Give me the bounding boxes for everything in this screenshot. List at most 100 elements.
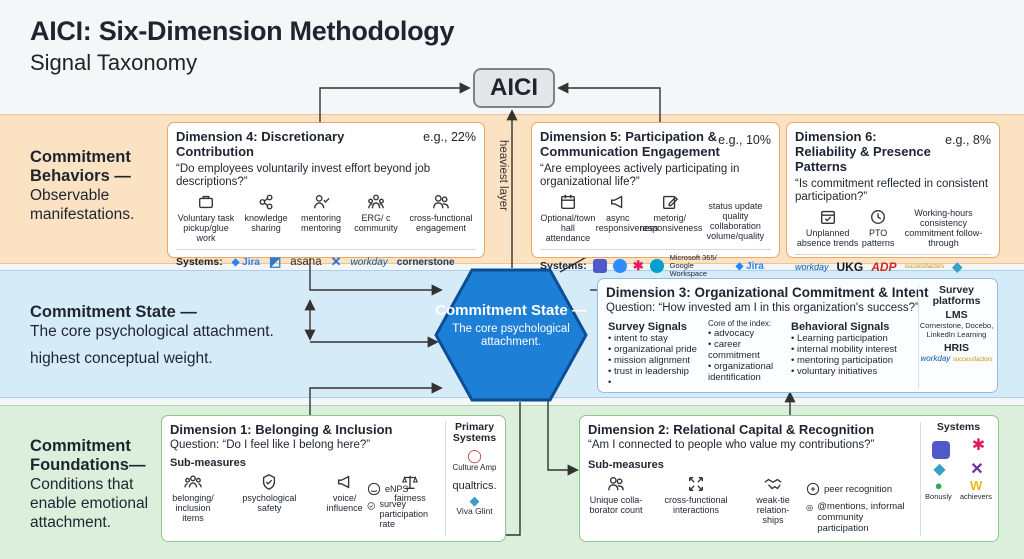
dimension-2-question: “Am I connected to people who value my c… xyxy=(588,439,875,451)
commitment-state-hexagon xyxy=(434,268,588,402)
teams-logo xyxy=(592,259,607,273)
calendar-icon xyxy=(560,194,575,209)
handshake-icon xyxy=(764,478,782,490)
teams-logo xyxy=(931,440,950,459)
measure-item: Voluntary task pickup/glue work xyxy=(176,193,236,243)
ukg-logo: UKG xyxy=(836,260,864,274)
aici-box: AICI xyxy=(473,68,555,108)
workday-logo: workday xyxy=(350,256,388,268)
dimension-5-weight: e.g., 10% xyxy=(718,133,771,147)
survey-signals: Survey Signals intent to stayorganizatio… xyxy=(608,321,708,388)
clock-icon xyxy=(871,210,886,224)
group-icon xyxy=(184,475,202,488)
share-icon xyxy=(259,194,273,210)
viva-logo: ◆ xyxy=(952,259,963,274)
page-title: AICI: Six-Dimension Methodology xyxy=(30,16,455,46)
dimension-3-title: Dimension 3: Organizational Commitment &… xyxy=(606,285,929,300)
viva-logo: ◆ xyxy=(933,460,946,478)
megaphone-icon xyxy=(337,475,349,489)
dimension-6-weight: e.g., 8% xyxy=(945,133,991,147)
dimension-6-measures: Unplanned absence trends PTO patterns Wo… xyxy=(795,208,991,248)
smile-icon xyxy=(367,482,381,496)
measure-item: status update quality collaboration volu… xyxy=(706,201,765,241)
check-circle-icon xyxy=(367,502,375,510)
edit-icon xyxy=(662,195,678,209)
foundations-desc: Conditions that enable emotional attachm… xyxy=(30,476,149,531)
measure-item: async responsiveness xyxy=(596,193,658,243)
community-icon xyxy=(368,194,384,209)
dimension-2-subhead: Sub-measures xyxy=(588,459,664,471)
dimension-4-systems: Systems: ◆ Jira ◩ asana ✕ workday corner… xyxy=(176,249,476,270)
state-desc: The core psychological attachment. xyxy=(30,323,274,340)
vivaglint-logo: Viva Glint xyxy=(456,506,493,516)
briefcase-icon xyxy=(199,195,213,209)
state-label: Commitment State — The core psychologica… xyxy=(30,303,300,368)
behaviors-desc: Observable manifestations. xyxy=(30,187,135,223)
cultureamp-icon: ◯ xyxy=(467,448,482,463)
scales-icon xyxy=(401,475,418,489)
dimension-4-title: Dimension 4: Discretionary Contribution xyxy=(176,129,345,159)
dimension-3-question: Question: “How invested am I in this org… xyxy=(606,302,919,314)
people-icon xyxy=(433,195,449,209)
calendar-check-icon xyxy=(820,210,835,224)
state-title: Commitment State — xyxy=(30,303,197,321)
dimension-1-question: Question: “Do I feel like I belong here?… xyxy=(170,439,371,451)
measure-item: cross-functional engagement xyxy=(406,193,476,243)
azure-logo: ◩ xyxy=(268,254,282,269)
confluence-logo: ✕ xyxy=(330,254,342,269)
dimension-1-subhead: Sub-measures xyxy=(170,457,246,469)
cultureamp-logo: Culture Amp xyxy=(452,462,497,472)
adp-logo: ADP xyxy=(871,260,897,274)
hexagon-desc: The core psychological attachment. xyxy=(452,323,570,348)
dimension-1-systems: Primary Systems ◯ Culture Amp qualtrics.… xyxy=(445,422,503,536)
measure-item: voice/ influence xyxy=(323,473,367,523)
dimension-5-systems: Systems: ✱ Microsoft 365/ Google Workspa… xyxy=(540,249,771,278)
heaviest-layer-label: heaviest layer xyxy=(497,140,509,211)
dimension-2-systems: Systems ✱ ◆ ✕ ● W Bonusly achievers xyxy=(920,422,996,536)
megaphone-icon xyxy=(610,195,623,209)
dimension-3-systems: Survey platforms LMS Cornerstone, Docebo… xyxy=(918,285,994,389)
successfactors-logo: successfactors xyxy=(952,357,993,363)
people-icon xyxy=(608,477,624,491)
dimension-5-measures: Optional/town hall attendance async resp… xyxy=(540,193,771,243)
dimension-4-weight: e.g., 22% xyxy=(423,130,476,144)
microsoft-google-logo: Microsoft 365/ Google Workspace xyxy=(669,253,717,278)
recognition-icon xyxy=(806,482,820,496)
dimension-4-card: Dimension 4: Discretionary Contribution … xyxy=(167,122,485,269)
dimension-5-card: Dimension 5: Participation & Communicati… xyxy=(531,122,780,278)
measure-item: Unique colla- borator count xyxy=(588,475,644,525)
dimension-4-measures: Voluntary task pickup/glue work knowledg… xyxy=(176,193,476,243)
dimension-5-title: Dimension 5: Participation & Communicati… xyxy=(540,129,720,159)
measure-item: PTO patterns xyxy=(860,208,896,248)
jira-logo: ◆ Jira xyxy=(231,256,260,268)
dimension-3-card: Dimension 3: Organizational Commitment &… xyxy=(597,278,998,393)
measure-item: belonging/ inclusion items xyxy=(170,473,216,523)
page-subtitle: Signal Taxonomy xyxy=(30,50,198,75)
qualtrics-logo: qualtrics. xyxy=(452,480,497,492)
arrows-icon xyxy=(689,477,703,491)
slack-logo: ✱ xyxy=(971,436,986,454)
mentor-icon xyxy=(314,195,330,209)
hexagon-label: Commitment State — The core psychologica… xyxy=(434,302,588,349)
measure-item: Unplanned absence trends xyxy=(795,208,860,248)
viva-icon: ◆ xyxy=(469,492,480,508)
dimension-2-measures: Unique colla- borator count cross-functi… xyxy=(588,475,798,525)
measure-item: metorig/ responsiveness xyxy=(640,193,702,243)
jira-logo: ◆ Jira xyxy=(735,260,764,272)
measure-item: fairness xyxy=(390,473,430,523)
webex-logo xyxy=(649,259,664,273)
dimension-2-title: Dimension 2: Relational Capital & Recogn… xyxy=(588,422,875,437)
core-signals: Core of the index: advocacycareer commit… xyxy=(708,319,788,383)
foundations-label: Commitment Foundations— Conditions that … xyxy=(30,437,160,532)
achievers-icon: W xyxy=(969,478,983,493)
dimension-6-question: “Is commitment reflected in consistent p… xyxy=(795,178,989,203)
dimension-1-extra: eNPS survey participation rate xyxy=(367,482,437,529)
dimension-1-title: Dimension 1: Belonging & Inclusion xyxy=(170,422,393,437)
dimension-1-card: Dimension 1: Belonging & Inclusion Quest… xyxy=(161,415,506,542)
behaviors-title: Commitment Behaviors — xyxy=(30,148,131,185)
hexagon-title: Commitment State — xyxy=(435,302,587,319)
dimension-6-systems: workday UKG ADP successfactors ◆ xyxy=(795,254,991,275)
foundations-title: Commitment Foundations— xyxy=(30,437,146,474)
workday-logo: workday xyxy=(920,354,951,363)
slack-logo: ✱ xyxy=(632,258,644,273)
